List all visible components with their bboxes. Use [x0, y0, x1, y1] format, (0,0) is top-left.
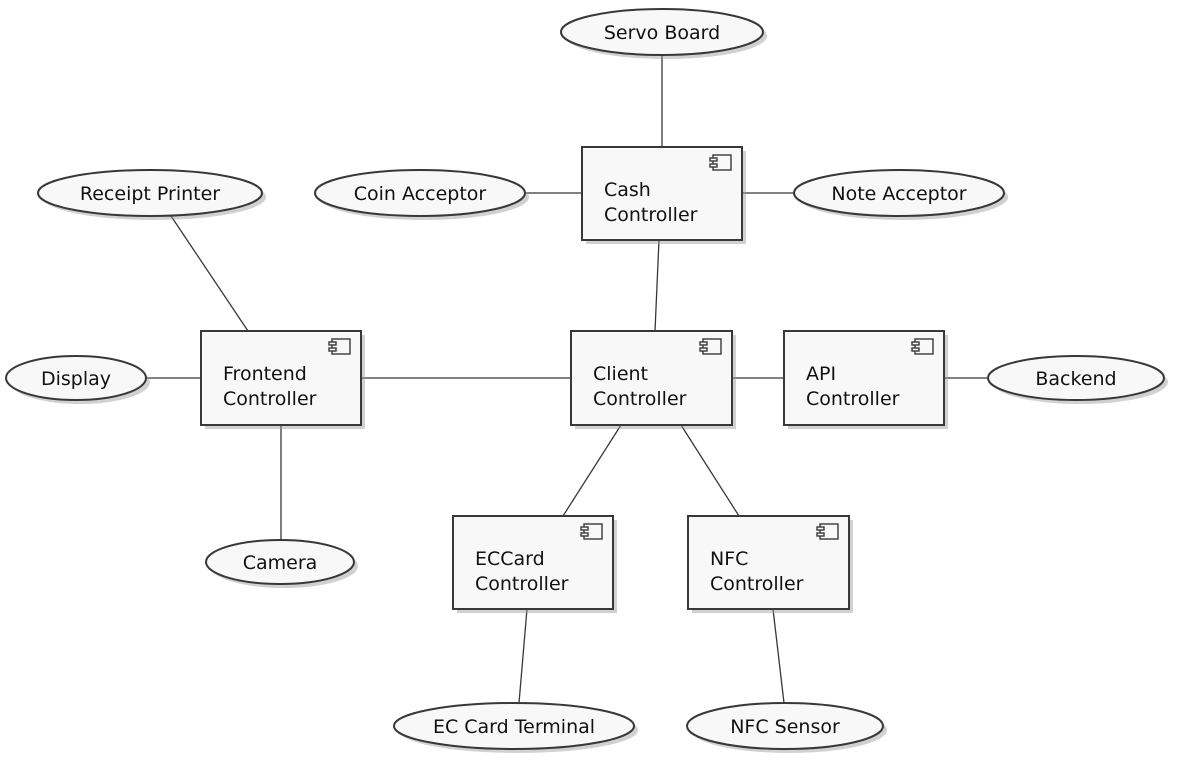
- component-icon: [699, 338, 722, 355]
- component-nfc: NFC Controller: [687, 515, 853, 613]
- connector-nfc-nfcsensor: [772, 608, 785, 704]
- interface-camera: Camera: [205, 539, 358, 588]
- interface-printer: Receipt Printer: [37, 169, 266, 220]
- interface-nfcsensor: NFC Sensor: [686, 702, 887, 753]
- interface-note: Note Acceptor: [793, 169, 1008, 220]
- connector-client-nfc: [680, 424, 740, 517]
- connector-printer-frontend: [170, 215, 249, 332]
- component-label-line: Controller: [806, 388, 900, 410]
- component-label-line: Client: [593, 363, 648, 385]
- component-label-line: Controller: [475, 573, 569, 595]
- interface-label: Note Acceptor: [831, 183, 966, 205]
- component-icon: [911, 338, 934, 355]
- connector-eccard-ecterm: [518, 608, 528, 704]
- component-icon: [816, 523, 839, 540]
- interface-display: Display: [5, 355, 150, 404]
- interface-label: NFC Sensor: [730, 716, 840, 738]
- component-label-line: Frontend: [223, 363, 307, 385]
- component-icon: [328, 338, 351, 355]
- interface-ellipse: [5, 355, 147, 401]
- interface-ecterm: EC Card Terminal: [393, 702, 638, 753]
- component-icon: [709, 154, 732, 171]
- interface-coin: Coin Acceptor: [314, 169, 529, 220]
- interface-label: Backend: [1035, 368, 1116, 390]
- component-label-line: Controller: [593, 388, 687, 410]
- component-label-line: API: [806, 363, 836, 385]
- interface-ellipse: [793, 169, 1005, 217]
- interface-ellipse: [393, 702, 635, 750]
- interface-ellipse: [686, 702, 884, 750]
- component-label-line: Controller: [223, 388, 317, 410]
- component-label-line: ECCard: [475, 548, 545, 570]
- component-label-line: Controller: [710, 573, 804, 595]
- interface-ellipse: [205, 539, 355, 585]
- component-label-line: NFC: [710, 548, 748, 570]
- component-label-line: Controller: [604, 204, 698, 226]
- connector-client-eccard: [562, 424, 622, 517]
- interface-label: Receipt Printer: [80, 183, 220, 205]
- interface-label: Camera: [243, 552, 318, 574]
- interface-ellipse: [314, 169, 526, 217]
- interface-label: Servo Board: [604, 22, 720, 44]
- component-label-line: Cash: [604, 179, 651, 201]
- interface-label: Coin Acceptor: [354, 183, 487, 205]
- component-icon: [580, 523, 603, 540]
- connector-cash-client: [654, 239, 660, 332]
- interface-ellipse: [560, 8, 764, 56]
- component-api: API Controller: [783, 330, 948, 429]
- interface-servo: Servo Board: [560, 8, 767, 59]
- interface-ellipse: [37, 169, 263, 217]
- diagram-nodes: CashControllerFrontendControllerClientCo…: [5, 8, 1168, 753]
- interface-label: Display: [41, 368, 111, 390]
- interface-backend: Backend: [987, 355, 1168, 404]
- connection-lines: [146, 55, 998, 704]
- interface-ellipse: [987, 355, 1165, 401]
- interface-label: EC Card Terminal: [433, 716, 595, 738]
